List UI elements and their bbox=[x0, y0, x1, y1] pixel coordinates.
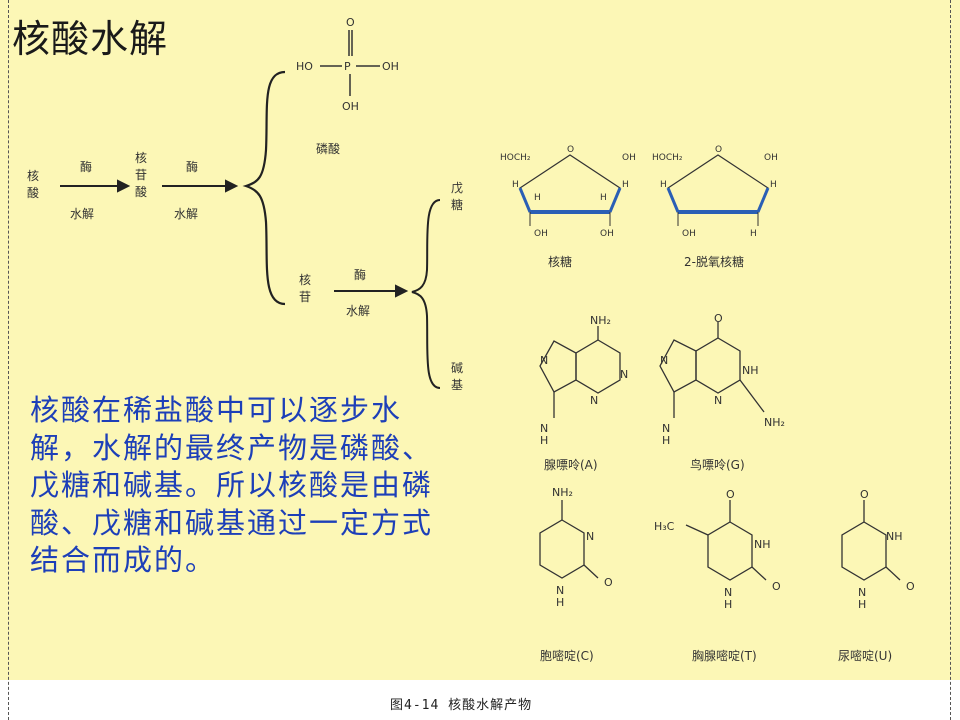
ribose-name: 核糖 bbox=[548, 255, 573, 269]
svg-text:HOCH₂: HOCH₂ bbox=[652, 153, 683, 163]
ribose-structure: HOCH₂ O OH H H H H OH OH bbox=[500, 145, 636, 239]
svg-text:H: H bbox=[858, 598, 866, 611]
svg-text:O: O bbox=[726, 488, 735, 501]
nucleoside-label: 核苷 bbox=[298, 273, 311, 304]
adenine-name: 腺嘌呤(A) bbox=[544, 458, 598, 472]
nucleotide-label: 核苷酸 bbox=[134, 151, 147, 199]
slide bbox=[0, 0, 960, 680]
thymine-structure bbox=[685, 500, 767, 581]
svg-text:H: H bbox=[512, 180, 519, 190]
adenine-structure bbox=[539, 326, 621, 418]
svg-text:N: N bbox=[586, 530, 594, 543]
svg-text:H: H bbox=[540, 434, 548, 447]
svg-text:HO: HO bbox=[296, 60, 313, 73]
svg-text:O: O bbox=[346, 16, 355, 29]
svg-text:HOCH₂: HOCH₂ bbox=[500, 153, 531, 163]
svg-text:H: H bbox=[770, 180, 777, 190]
svg-text:H: H bbox=[724, 598, 732, 611]
hydrolysis-label-2: 水解 bbox=[174, 207, 199, 221]
svg-text:O: O bbox=[567, 145, 574, 155]
enzyme-label-1: 酶 bbox=[80, 160, 93, 174]
svg-text:N: N bbox=[724, 586, 732, 599]
svg-text:OH: OH bbox=[764, 153, 778, 163]
svg-text:H: H bbox=[660, 180, 667, 190]
enzyme-label-2: 酶 bbox=[186, 160, 199, 174]
guanine-structure bbox=[659, 322, 765, 418]
cytosine-name: 胞嘧啶(C) bbox=[540, 649, 594, 663]
svg-text:N: N bbox=[540, 354, 548, 367]
svg-text:N: N bbox=[556, 584, 564, 597]
svg-text:OH: OH bbox=[534, 229, 548, 239]
slide-body-text: 核酸在稀盐酸中可以逐步水解，水解的最终产物是磷酸、戊糖和碱基。所以核酸是由磷酸、… bbox=[30, 393, 434, 578]
phosphoric-acid-structure: O HO P OH OH bbox=[296, 16, 399, 113]
svg-text:H₃C: H₃C bbox=[654, 520, 675, 533]
arrow-2-head bbox=[225, 179, 239, 193]
nucleic-acid-label: 核酸 bbox=[26, 169, 39, 200]
svg-text:N: N bbox=[540, 422, 548, 435]
svg-text:H: H bbox=[662, 434, 670, 447]
svg-text:OH: OH bbox=[682, 229, 696, 239]
svg-text:NH: NH bbox=[754, 538, 771, 551]
svg-text:H: H bbox=[750, 229, 757, 239]
svg-text:O: O bbox=[604, 576, 613, 589]
svg-text:N: N bbox=[858, 586, 866, 599]
deoxyribose-structure: HOCH₂ O OH H H OH H bbox=[652, 145, 778, 239]
uracil-structure bbox=[841, 500, 901, 581]
slide-title: 核酸水解 bbox=[12, 17, 169, 61]
svg-text:NH: NH bbox=[742, 364, 759, 377]
svg-text:N: N bbox=[620, 368, 628, 381]
arrow-1-head bbox=[117, 179, 131, 193]
svg-text:P: P bbox=[344, 60, 351, 73]
svg-text:N: N bbox=[662, 422, 670, 435]
uracil-name: 尿嘧啶(U) bbox=[838, 649, 893, 663]
deoxyribose-name: 2-脱氧核糖 bbox=[684, 255, 744, 269]
base-label: 碱基 bbox=[450, 361, 463, 392]
figure-caption: 图4-14 核酸水解产物 bbox=[390, 698, 533, 713]
svg-text:N: N bbox=[714, 394, 722, 407]
svg-text:O: O bbox=[715, 145, 722, 155]
svg-text:NH: NH bbox=[886, 530, 903, 543]
brace-main bbox=[242, 70, 286, 306]
svg-text:H: H bbox=[556, 596, 564, 609]
svg-text:O: O bbox=[860, 488, 869, 501]
svg-text:OH: OH bbox=[342, 100, 359, 113]
svg-text:H: H bbox=[600, 193, 607, 203]
svg-text:N: N bbox=[590, 394, 598, 407]
thymine-name: 胸腺嘧啶(T) bbox=[692, 649, 757, 663]
svg-text:O: O bbox=[906, 580, 915, 593]
svg-text:NH₂: NH₂ bbox=[552, 486, 573, 499]
phosphoric-acid-label: 磷酸 bbox=[316, 142, 341, 156]
hydrolysis-label-1: 水解 bbox=[70, 207, 95, 221]
svg-text:NH₂: NH₂ bbox=[764, 416, 785, 429]
svg-text:O: O bbox=[714, 312, 723, 325]
pentose-label: 戊糖 bbox=[450, 181, 463, 212]
right-border bbox=[950, 0, 951, 720]
svg-text:O: O bbox=[772, 580, 781, 593]
svg-text:OH: OH bbox=[600, 229, 614, 239]
svg-text:N: N bbox=[660, 354, 668, 367]
left-border bbox=[8, 0, 9, 720]
arrow-3-head bbox=[395, 284, 409, 298]
enzyme-label-3: 酶 bbox=[354, 268, 367, 282]
hydrolysis-label-3: 水解 bbox=[346, 304, 371, 318]
svg-text:OH: OH bbox=[382, 60, 399, 73]
svg-text:OH: OH bbox=[622, 153, 636, 163]
guanine-name: 鸟嘌呤(G) bbox=[690, 458, 745, 472]
svg-text:H: H bbox=[534, 193, 541, 203]
svg-text:H: H bbox=[622, 180, 629, 190]
brace-products bbox=[411, 199, 441, 389]
svg-text:NH₂: NH₂ bbox=[590, 314, 611, 327]
cytosine-structure bbox=[539, 500, 599, 579]
